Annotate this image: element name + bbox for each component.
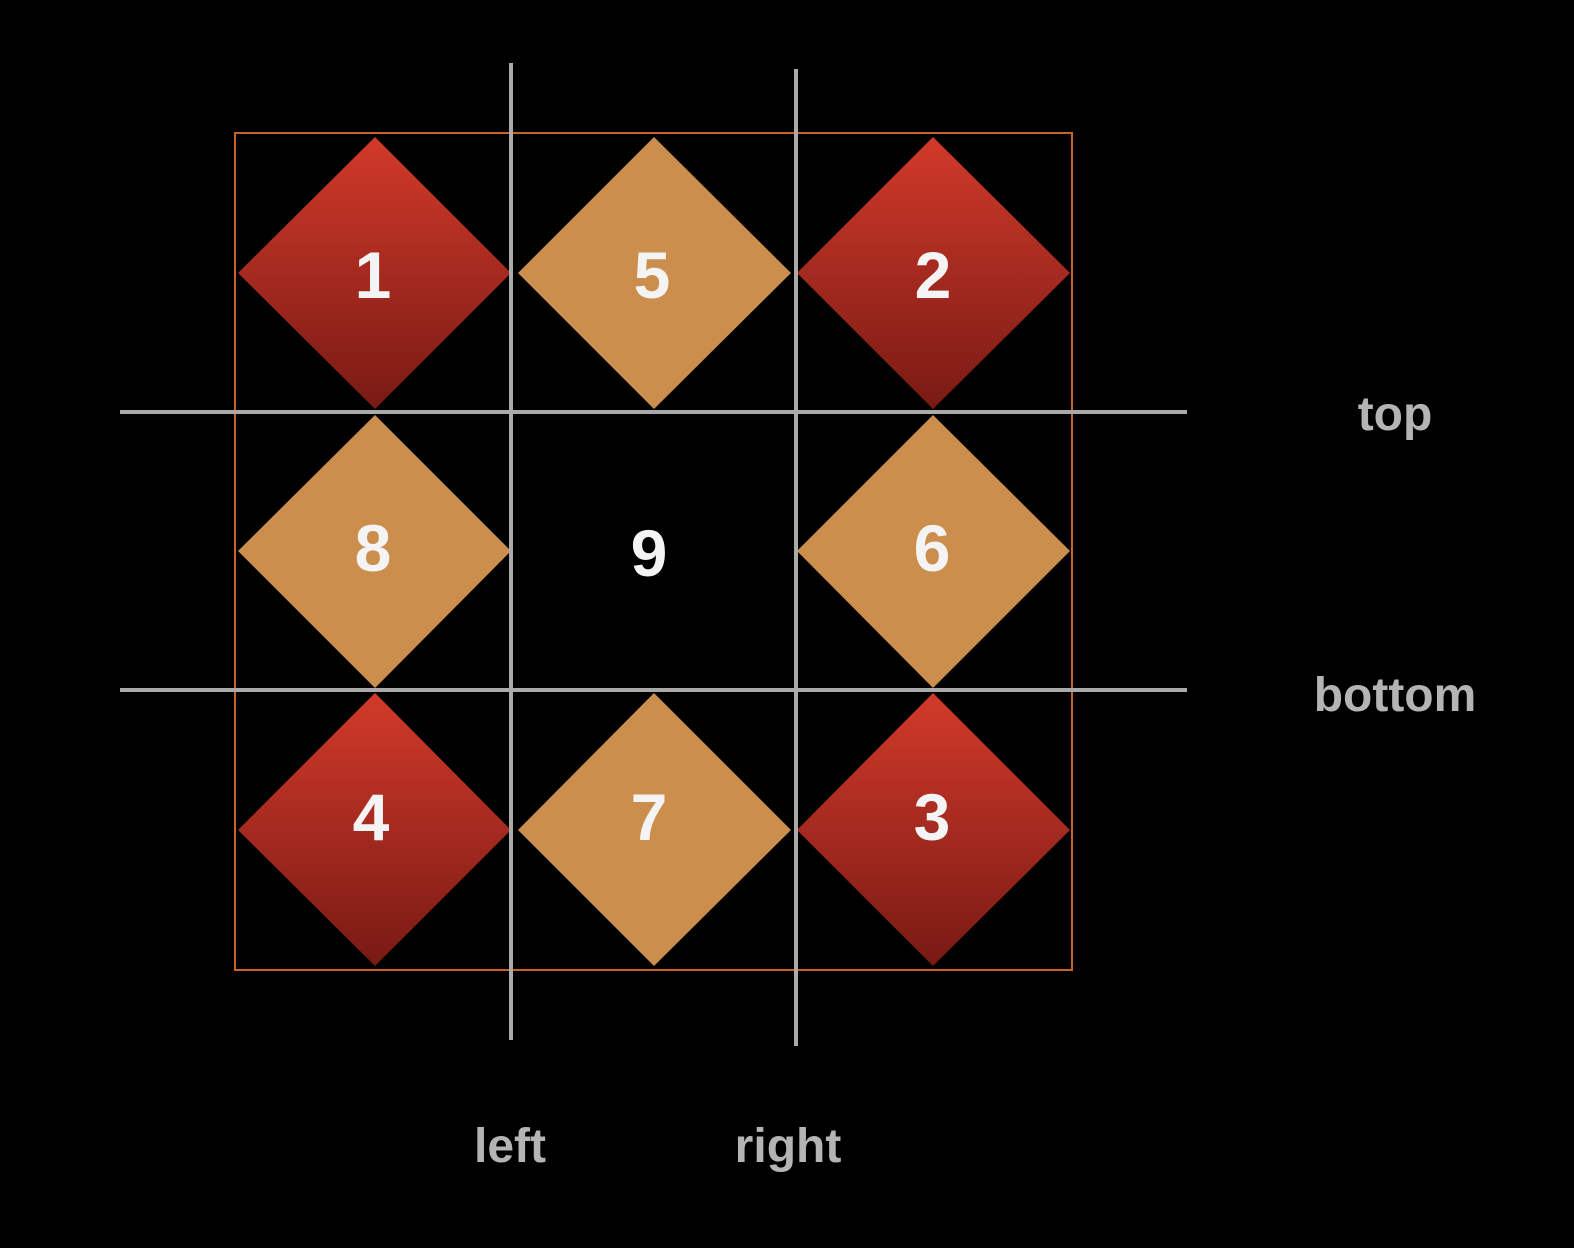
edge-diamond-6 — [797, 415, 1070, 688]
cell-number-1: 1 — [355, 238, 392, 312]
cell-number-5: 5 — [634, 238, 671, 312]
cell-number-6: 6 — [914, 511, 951, 585]
edge-diamond-8 — [238, 415, 511, 688]
cell-number-3: 3 — [914, 780, 951, 854]
cell-number-7: 7 — [631, 780, 668, 854]
image-frame — [234, 132, 1073, 971]
guide-label-bottom: bottom — [1314, 669, 1477, 722]
cell-number-2: 2 — [915, 238, 952, 312]
cell-number-4: 4 — [353, 780, 390, 854]
edge-diamond-7 — [518, 693, 791, 966]
cell-number-9: 9 — [631, 516, 668, 590]
corner-diamond-4 — [238, 693, 511, 966]
corner-diamond-3 — [797, 693, 1070, 966]
cell-number-8: 8 — [355, 511, 392, 585]
edge-diamond-5 — [518, 137, 791, 409]
corner-diamond-2 — [797, 137, 1070, 409]
guide-label-left: left — [474, 1120, 546, 1173]
guide-label-top: top — [1358, 388, 1433, 441]
corner-diamond-1 — [238, 137, 511, 409]
guide-label-right: right — [735, 1120, 842, 1173]
